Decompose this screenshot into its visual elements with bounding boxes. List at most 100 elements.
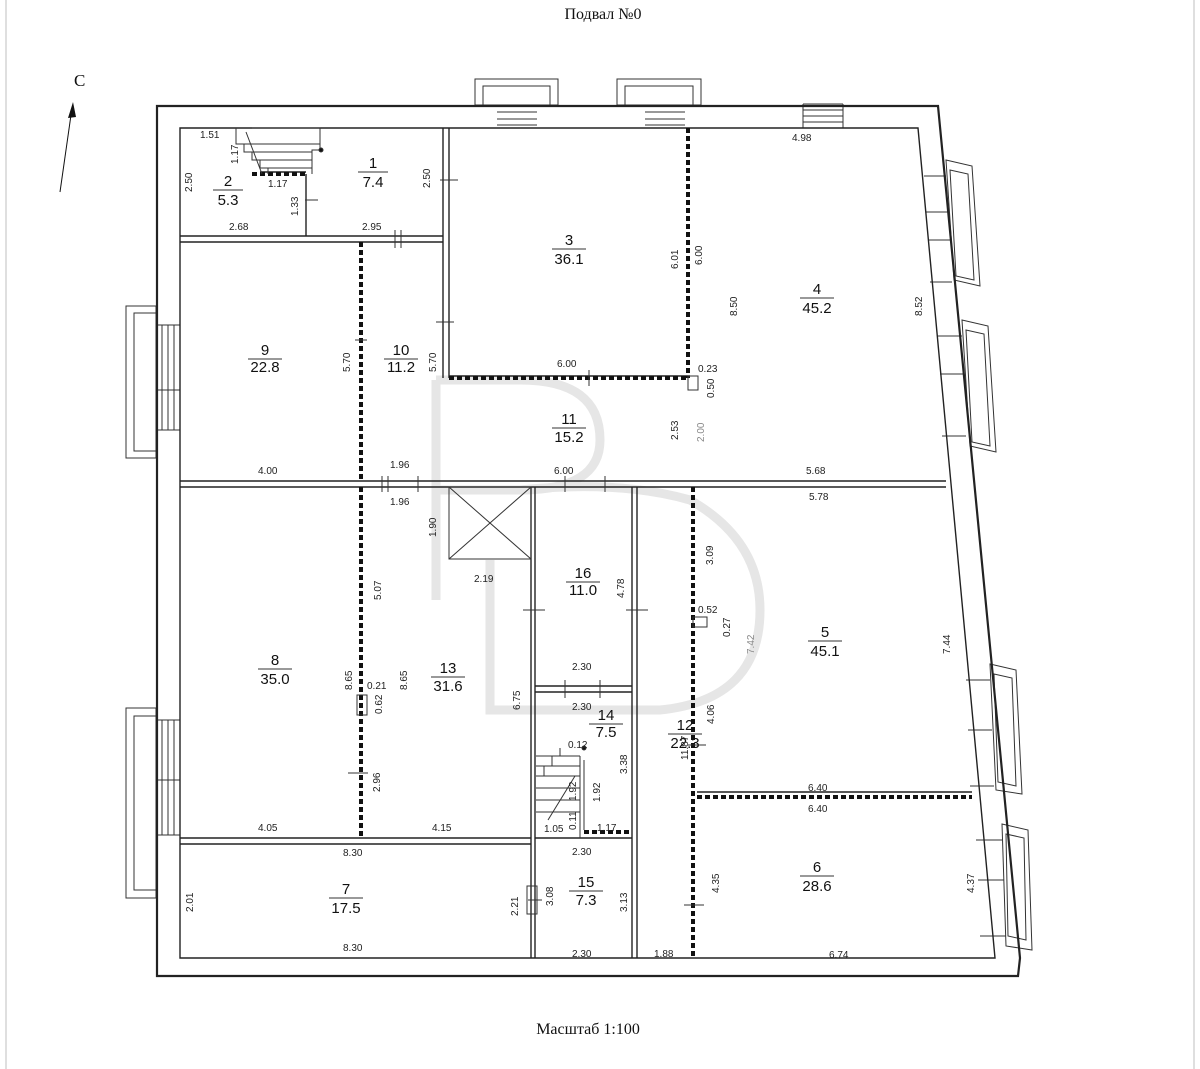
outer-wall <box>155 104 1022 978</box>
svg-text:7.42: 7.42 <box>746 634 757 654</box>
svg-text:6.74: 6.74 <box>829 950 849 961</box>
room-4: 445.2 <box>800 281 834 317</box>
svg-text:1.05: 1.05 <box>544 824 564 835</box>
room-1: 17.4 <box>358 155 388 191</box>
svg-text:2.19: 2.19 <box>474 574 494 585</box>
svg-text:0.52: 0.52 <box>698 605 718 616</box>
svg-text:1.88: 1.88 <box>654 949 674 960</box>
svg-text:4.15: 4.15 <box>432 823 452 834</box>
svg-text:4.00: 4.00 <box>258 466 278 477</box>
svg-text:14: 14 <box>598 707 615 724</box>
svg-text:31.6: 31.6 <box>433 678 462 695</box>
svg-text:8: 8 <box>271 652 279 669</box>
svg-text:4: 4 <box>813 281 821 298</box>
room-6: 628.6 <box>800 859 834 895</box>
svg-text:6.00: 6.00 <box>694 245 705 265</box>
svg-text:1.90: 1.90 <box>428 517 439 537</box>
svg-text:5.07: 5.07 <box>373 580 384 600</box>
svg-text:8.65: 8.65 <box>399 670 410 690</box>
svg-text:1.17: 1.17 <box>597 823 617 834</box>
room-3: 336.1 <box>552 232 586 268</box>
svg-text:5.3: 5.3 <box>218 192 239 209</box>
svg-text:6.00: 6.00 <box>554 466 574 477</box>
svg-text:7.5: 7.5 <box>596 724 617 741</box>
svg-text:3.38: 3.38 <box>619 754 630 774</box>
room-5: 545.1 <box>808 624 842 660</box>
svg-text:2.30: 2.30 <box>572 847 592 858</box>
svg-text:2.96: 2.96 <box>372 772 383 792</box>
inner-wall-outline <box>179 127 996 959</box>
svg-text:1.17: 1.17 <box>230 144 241 164</box>
svg-text:1.96: 1.96 <box>390 497 410 508</box>
svg-text:9: 9 <box>261 342 269 359</box>
stairs-bottom-icon <box>536 745 632 838</box>
svg-text:11.2: 11.2 <box>387 359 415 376</box>
svg-text:0.12: 0.12 <box>568 740 588 751</box>
svg-text:5.78: 5.78 <box>809 492 829 503</box>
svg-text:2.30: 2.30 <box>572 702 592 713</box>
svg-text:5: 5 <box>821 624 829 641</box>
window-bays-left <box>125 305 180 899</box>
north-arrow-icon <box>59 102 76 193</box>
scale-label: Масштаб 1:100 <box>536 1021 640 1038</box>
window-bays-right <box>924 159 1033 951</box>
svg-text:22.3: 22.3 <box>670 735 699 752</box>
svg-text:6.01: 6.01 <box>670 249 681 269</box>
svg-text:4.35: 4.35 <box>711 873 722 893</box>
north-label: С <box>74 71 85 90</box>
svg-text:5.70: 5.70 <box>428 352 439 372</box>
svg-text:15: 15 <box>578 874 595 891</box>
svg-text:35.0: 35.0 <box>260 671 289 688</box>
svg-text:0.21: 0.21 <box>367 681 387 692</box>
svg-text:15.2: 15.2 <box>554 429 583 446</box>
svg-text:11: 11 <box>561 411 577 428</box>
svg-text:45.1: 45.1 <box>810 643 839 660</box>
svg-text:2.53: 2.53 <box>670 420 681 440</box>
svg-text:11.0: 11.0 <box>569 582 597 599</box>
svg-text:0.27: 0.27 <box>722 617 733 637</box>
svg-text:7.3: 7.3 <box>576 892 597 909</box>
svg-text:11.87: 11.87 <box>680 735 691 760</box>
door-markers <box>305 179 708 915</box>
svg-text:0.50: 0.50 <box>706 378 717 398</box>
svg-text:1.33: 1.33 <box>290 196 301 216</box>
svg-text:2.00: 2.00 <box>696 422 707 442</box>
dimension-labels: 1.51 1.17 2.68 2.95 4.98 6.00 0.23 4.00 … <box>200 130 849 961</box>
svg-text:2.30: 2.30 <box>572 949 592 960</box>
svg-text:28.6: 28.6 <box>802 878 831 895</box>
svg-text:3.09: 3.09 <box>705 545 716 565</box>
svg-text:8.65: 8.65 <box>344 670 355 690</box>
svg-text:4.78: 4.78 <box>616 578 627 598</box>
svg-text:45.2: 45.2 <box>802 300 831 317</box>
svg-text:7.44: 7.44 <box>942 634 953 654</box>
window-bays-top <box>474 78 844 128</box>
room-9: 922.8 <box>248 342 282 376</box>
svg-text:8.52: 8.52 <box>914 296 925 316</box>
svg-text:2.95: 2.95 <box>362 222 382 233</box>
svg-text:17.5: 17.5 <box>331 900 360 917</box>
svg-text:8.30: 8.30 <box>343 848 363 859</box>
room-7: 717.5 <box>329 881 363 917</box>
svg-text:1.51: 1.51 <box>200 130 220 141</box>
svg-text:4.37: 4.37 <box>966 873 977 893</box>
dimension-labels-vertical: 1.17 2.50 1.33 2.50 6.01 6.00 8.50 8.52 … <box>184 144 977 916</box>
svg-text:6.40: 6.40 <box>808 804 828 815</box>
svg-text:1: 1 <box>369 155 377 172</box>
plan-title: Подвал №0 <box>564 6 641 23</box>
svg-text:6.75: 6.75 <box>512 690 523 710</box>
room-2: 25.3 <box>213 173 243 209</box>
svg-text:2.68: 2.68 <box>229 222 249 233</box>
svg-text:0.23: 0.23 <box>698 364 718 375</box>
svg-text:0.11: 0.11 <box>568 811 579 830</box>
svg-text:2.21: 2.21 <box>510 896 521 916</box>
room-14: 147.5 <box>589 707 623 741</box>
svg-text:0.62: 0.62 <box>374 694 385 714</box>
svg-text:2.01: 2.01 <box>185 892 196 912</box>
svg-text:13: 13 <box>440 660 457 677</box>
svg-text:5.70: 5.70 <box>342 352 353 372</box>
